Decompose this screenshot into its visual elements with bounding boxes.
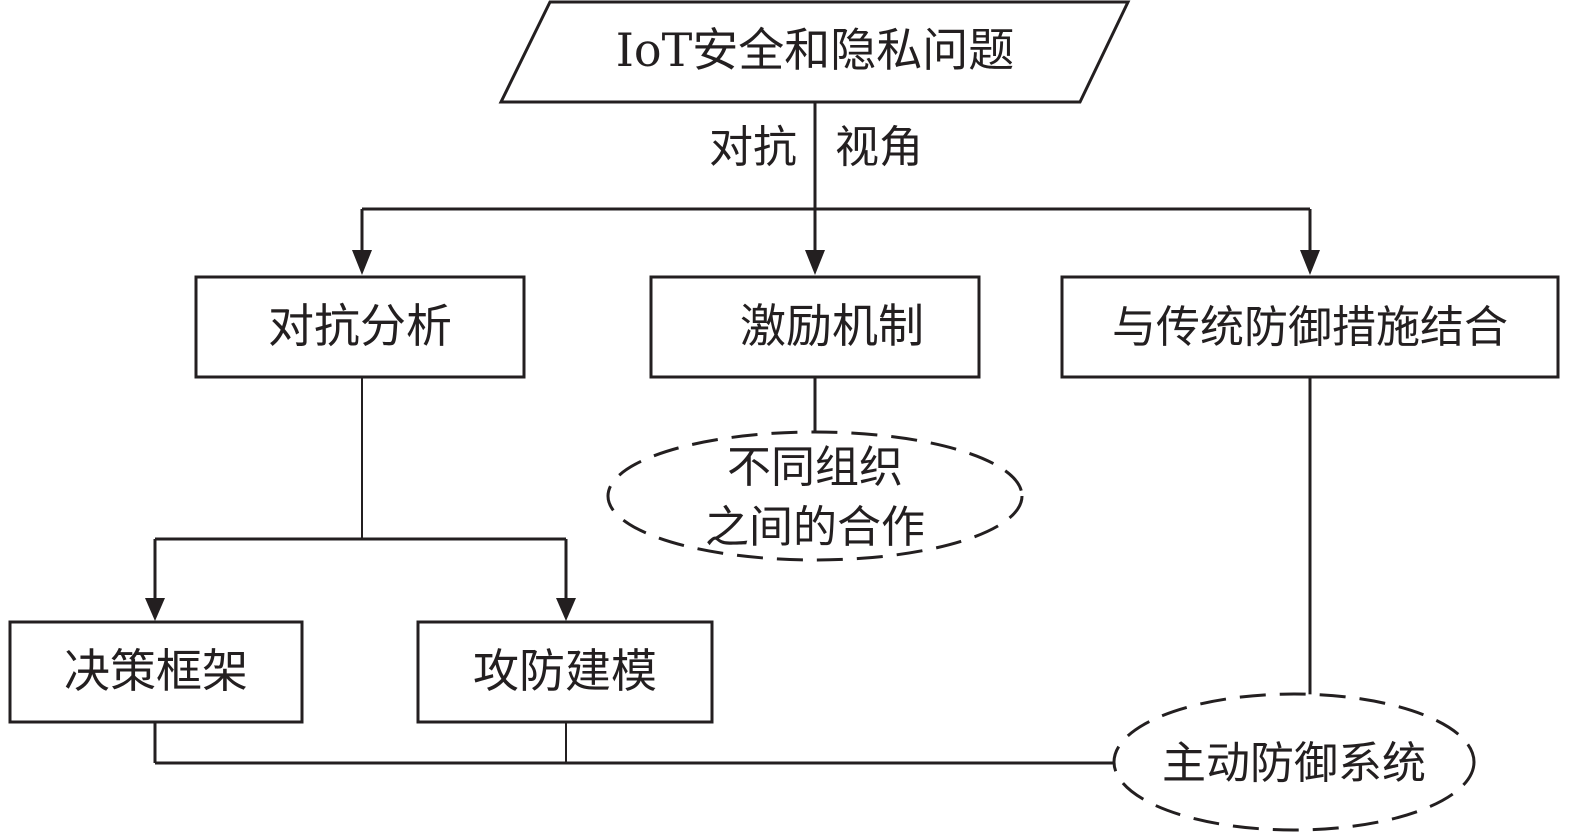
box-incentive-mechanism <box>649 275 981 379</box>
label-cooperation-line2: 之间的合作 <box>705 502 925 553</box>
node-active-defense: 主动防御系统 <box>1112 692 1476 832</box>
arrowhead-decision <box>145 598 165 621</box>
box-adversarial-analysis <box>194 275 526 379</box>
label-cooperation-line1: 不同组织 <box>727 442 903 493</box>
edge-label-right: 视角 <box>835 122 923 173</box>
label-adversarial-analysis: 对抗分析 <box>268 299 452 353</box>
arrowhead-incentive <box>805 250 825 275</box>
box-decision-framework <box>8 620 304 724</box>
box-combine-traditional <box>1060 275 1560 379</box>
node-combine-traditional: 与传统防御措施结合 <box>1060 275 1560 379</box>
node-cooperation: 不同组织 之间的合作 <box>606 430 1024 562</box>
ellipse-active-defense <box>1112 692 1476 832</box>
edge-label-left: 对抗 <box>709 122 797 173</box>
box-attack-defense-modeling <box>416 620 714 724</box>
node-adversarial-analysis: 对抗分析 <box>194 275 526 379</box>
connectors <box>145 102 1320 765</box>
label-attack-defense-modeling: 攻防建模 <box>473 644 657 698</box>
ellipse-cooperation <box>606 430 1024 562</box>
arrowhead-attack <box>556 598 576 621</box>
label-incentive-mechanism: 激励机制 <box>740 299 924 353</box>
node-incentive-mechanism: 激励机制 <box>649 275 981 379</box>
label-decision-framework: 决策框架 <box>64 644 248 698</box>
title-parallelogram <box>498 0 1131 104</box>
label-combine-traditional: 与传统防御措施结合 <box>1112 302 1508 353</box>
title-text: IoT安全和隐私问题 <box>616 23 1015 77</box>
arrowhead-combine <box>1300 250 1320 275</box>
title-node: IoT安全和隐私问题 <box>498 0 1131 104</box>
label-active-defense: 主动防御系统 <box>1162 738 1426 789</box>
arrowhead-adversarial <box>352 250 372 275</box>
node-decision-framework: 决策框架 <box>8 620 304 724</box>
node-attack-defense-modeling: 攻防建模 <box>416 620 714 724</box>
